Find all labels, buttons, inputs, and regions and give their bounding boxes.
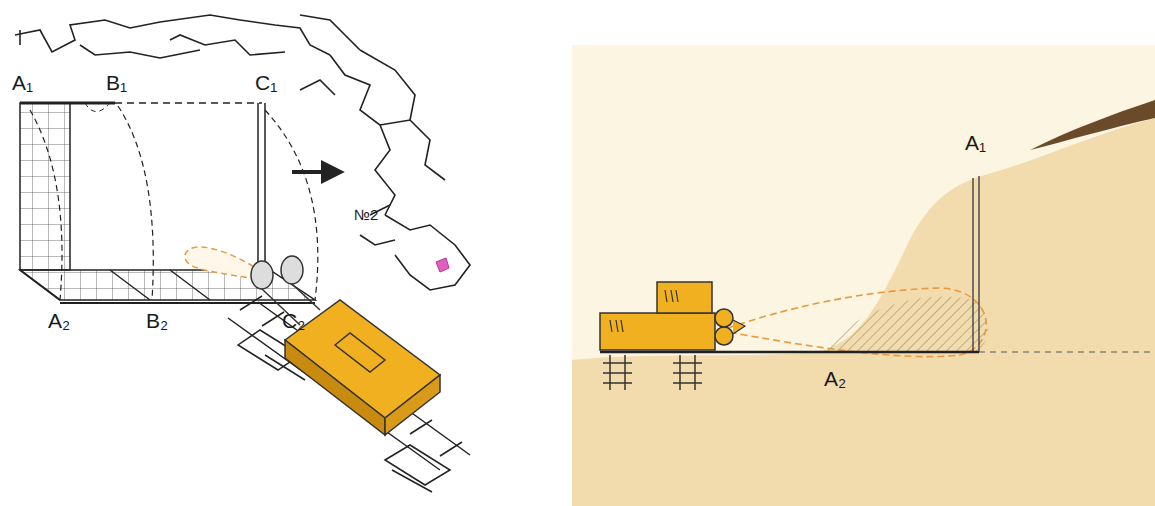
support-block	[673, 355, 702, 390]
rock-crack	[300, 15, 360, 50]
wire-saw-machine	[251, 256, 440, 435]
machine-top	[657, 282, 712, 313]
pulley	[251, 261, 273, 289]
machine-side	[385, 375, 440, 435]
cut-trace	[118, 106, 153, 300]
point-label: A₁	[12, 72, 33, 93]
sleeper	[240, 296, 462, 456]
direction-arrow	[292, 170, 340, 174]
cut-zone	[818, 297, 988, 352]
machine-vent	[610, 290, 678, 332]
pulley	[281, 256, 303, 284]
rock-boulder	[385, 215, 470, 290]
top-edge-dashed	[115, 102, 262, 103]
point-label: A₂	[48, 310, 70, 331]
vertical-cut	[973, 176, 979, 352]
diamond-wire	[728, 288, 986, 357]
rock-edge	[15, 15, 240, 52]
support-block	[603, 355, 632, 390]
cut-trace	[30, 110, 62, 300]
rock-crack	[380, 120, 445, 180]
floor-line	[110, 270, 210, 300]
machine-hatch	[335, 333, 385, 372]
cut-block	[20, 103, 318, 303]
point-label: B₁	[106, 72, 127, 93]
point-label: B₂	[146, 310, 168, 331]
support-block	[385, 445, 450, 492]
horizontal-cut	[600, 351, 979, 354]
site-number: №2	[354, 207, 378, 222]
machine-body	[600, 313, 715, 350]
point-label: A₂	[824, 368, 846, 389]
rock-crack	[170, 35, 285, 55]
rock-crack	[80, 45, 200, 58]
vertical-cut	[258, 103, 265, 268]
pulley	[715, 309, 733, 327]
rock-outline	[15, 15, 470, 290]
rock-crack	[300, 80, 335, 95]
wire-guide	[733, 320, 745, 334]
sky-background	[572, 45, 1155, 506]
rock-hill	[572, 118, 1155, 506]
rock-edge	[240, 20, 330, 55]
point-label: A₁	[965, 132, 986, 153]
rail-track	[228, 296, 470, 492]
cut-extension	[979, 351, 1155, 352]
cut-trace	[85, 103, 110, 112]
point-label: C₁	[255, 72, 277, 93]
top-edge	[20, 102, 115, 105]
point-label: C₂	[282, 310, 305, 331]
wire-saw-machine	[600, 282, 745, 390]
rock-edge	[330, 55, 395, 215]
machine-side	[285, 340, 385, 435]
soil-layer	[1030, 100, 1155, 150]
pulley	[715, 327, 733, 345]
marker-point	[436, 258, 449, 272]
rock-crack	[360, 50, 415, 120]
